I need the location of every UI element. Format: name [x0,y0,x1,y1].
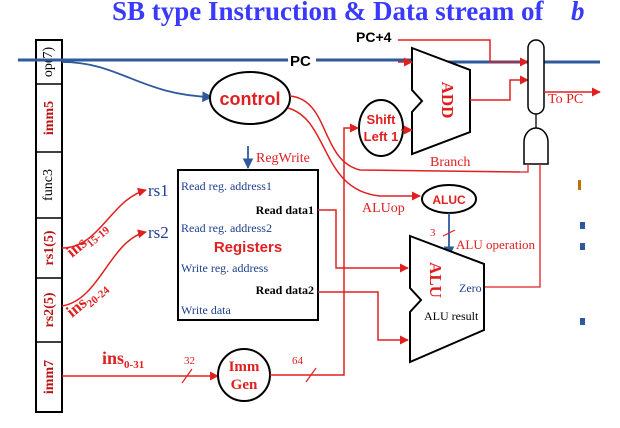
instruction-fields: op(7) imm5 func3 rs1(5) rs2(5) imm7 [35,39,63,413]
and-gate [523,127,549,165]
rs2-label: rs2 [148,223,169,242]
imm-label: Imm [229,359,260,375]
rs2-wire [61,229,147,307]
regwrite-label: RegWrite [256,151,310,166]
slide-title: SB type Instruction & Data stream of [112,0,544,26]
slide-title-tail: b [571,0,585,26]
control-unit [209,71,291,125]
left1-label: Left 1 [364,129,399,144]
aluc-label: ALUC [432,193,466,207]
register-file [177,169,319,321]
imm-gen-unit [217,348,271,402]
reg-write-data: Write data [181,303,231,317]
right-edge-mark-1 [578,180,581,190]
imm-bits-in: 32 [184,355,195,367]
svg-text:ins20-24: ins20-24 [62,276,112,323]
alu-bits-label: 3 [430,227,436,239]
pc4-wire [398,39,529,67]
field-rs2: rs2(5) [42,292,57,327]
shift-label: Shift [367,112,397,127]
zero-label: Zero [459,281,482,295]
gen-label: Gen [231,377,258,393]
pc4-label: PC+4 [356,29,392,45]
field-func3: func3 [41,169,56,201]
reg-title: Registers [214,239,282,256]
branch-to-and-wire [520,164,529,173]
ins-rs2-label: ins20-24 [62,276,112,323]
shift-left-unit [358,99,404,157]
control-branch-wire [289,95,521,173]
reg-read-data2: Read data2 [256,283,314,297]
reg-read-addr1: Read reg. address1 [181,179,272,193]
field-imm5: imm5 [42,101,57,135]
reg-read-data1: Read data1 [256,203,314,217]
aluop-label: ALUop [362,201,405,216]
data1-to-alu-wire [318,209,409,273]
alu-unit [409,234,485,364]
imm-bits-out: 64 [292,355,304,367]
alu-result-label: ALU result [424,309,479,323]
reg-read-addr2: Read reg. address2 [181,221,272,235]
data2-to-alu-wire [318,291,409,345]
field-rs1: rs1(5) [42,230,57,265]
right-edge-mark-3 [580,243,585,250]
alu-label: ALU [426,262,445,298]
rs1-wire [61,187,147,249]
reg-write-addr: Write reg. address [181,261,268,275]
add-to-mux-wire [470,75,529,101]
pc-mux [527,39,545,115]
to-pc-label: To PC [548,92,583,107]
op-to-control-wire [61,61,214,103]
ins-imm-label: ins0-31 [102,348,144,371]
branch-label: Branch [430,155,470,170]
control-aluop-wire [287,107,421,201]
field-imm7: imm7 [42,360,57,394]
field-op: op(7) [41,47,56,78]
alu-operation-label: ALU operation [456,237,536,252]
add-label: ADD [438,82,457,119]
control-label: control [220,89,281,109]
rs1-label: rs1 [148,181,169,200]
right-edge-mark-4 [580,318,585,325]
pc-label: PC [290,53,311,70]
zero-to-and-wire [484,164,541,288]
imm-out-wire [270,123,359,376]
right-edge-mark-2 [580,222,585,229]
